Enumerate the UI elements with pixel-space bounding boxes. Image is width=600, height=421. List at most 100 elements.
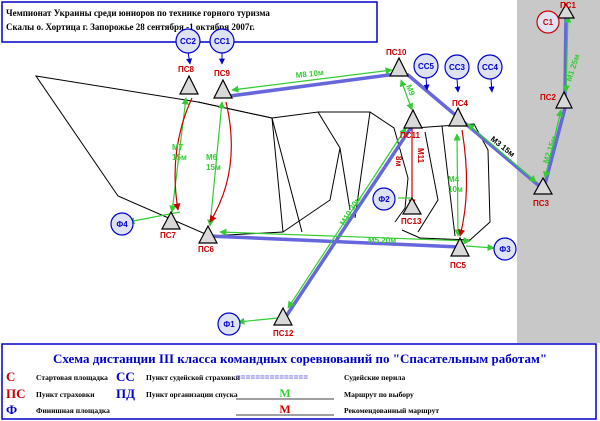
ps7-label: ПС7 [160,231,177,240]
rock-edge-2 [339,147,351,211]
legend-title: Схема дистанции III класса командных сор… [53,351,547,366]
label-m6-a: М6 [206,153,218,162]
cc2-label: СС2 [180,37,197,46]
label-m9: М9 [404,83,417,97]
f4-circle [110,212,134,236]
legend-ps-symbol: ПС [6,386,26,401]
label-m7-b: 15м [172,153,187,162]
arrow-m8 [231,67,393,93]
header-line-1: Чемпионат Украины среди юниоров по техни… [6,8,270,18]
ps12-triangle [273,306,293,326]
legend-rail-text: Судейские перила [344,373,405,382]
label-m11: М11 [416,148,425,164]
ps4-triangle [448,106,468,127]
ps9-label: ПС9 [214,69,231,78]
ps1-label: ПС1 [560,1,577,10]
f2-label: Ф2 [378,195,390,204]
f1-label: Ф1 [223,320,235,329]
rock-edge-4 [441,125,456,237]
f3-circle [493,237,517,261]
arrow-m2 [542,109,564,179]
label-m6-b: 15м [206,163,221,172]
legend-red-text: Рекомендованный маршрут [344,406,439,415]
legend-green-text: Маршрут по выбору [344,390,414,399]
red-route-ps8-ps7 [173,97,193,211]
rock-left-face [34,75,284,237]
rock-ridge-2 [318,111,409,223]
legend-box [1,343,597,420]
arrow-cc5 [423,76,430,91]
cc1-circle [209,28,235,54]
c1-label: С1 [543,18,554,27]
ps8-label: ПС8 [178,65,195,74]
ps12-label: ПС12 [273,329,294,338]
ps8-triangle [179,74,199,95]
legend-cc-symbol: СС [116,369,135,384]
ps10-label: ПС10 [386,48,407,57]
arrow-cc3 [454,78,461,93]
cc4-circle [477,54,503,80]
legend-green-m: М [279,386,290,400]
arrow-m4 [453,133,462,237]
arrow-m10 [287,127,407,309]
ps5-triangle [450,236,470,257]
recommended-routes [173,97,468,237]
cc4-label: СС4 [482,63,499,72]
ps6-triangle [198,224,218,244]
cc5-label: СС5 [418,62,435,71]
c1-circle [536,10,560,34]
judge-ropes [206,12,568,320]
f3-label: Ф3 [499,245,511,254]
label-m4-b: 10м [448,185,463,194]
legend-f-symbol: Ф [6,402,17,417]
cc3-label: СС3 [449,63,466,72]
ps2-triangle [555,90,573,109]
legend-cc-text: Пункт судейской страховки [146,373,241,382]
label-m8: М8 10м [295,68,324,80]
cc1-label: СС1 [214,37,231,46]
f1-circle [217,312,241,336]
ps9-triangle [213,78,233,99]
legend-pd-text: Пункт организации спуска [146,390,238,399]
ps2-label: ПС2 [540,93,557,102]
ps13-label: ПС13 [401,217,422,226]
label-m11-b: 8м [394,156,403,166]
label-m7-a: М7 [172,143,184,152]
rock-edge-1 [271,117,303,233]
rock-edge-5 [417,131,439,233]
cc2-circle [175,28,201,54]
ps4-label: ПС4 [452,99,469,108]
judge-belay-arrows [186,51,495,93]
belay-point-labels: ПС1 ПС2 ПС3 ПС4 ПС5 ПС6 ПС7 ПС8 ПС9 ПС10… [160,1,577,338]
arrow-m3 [467,123,537,183]
legend-red-m: М [279,402,290,416]
legend-c-symbol: С [6,369,15,384]
arrow-m6 [207,101,225,227]
arrow-m9 [399,79,414,111]
legend-c-text: Стартовая площадка [36,373,108,382]
label-m10: М10 30м [338,195,363,227]
ps10-triangle [389,56,409,77]
belay-points [161,2,576,326]
circle-labels: С1 СС2 СС1 СС5 СС3 СС4 Ф4 Ф1 Ф2 Ф3 [116,18,553,329]
legend-pd-symbol: ПД [116,386,135,401]
arrow-m7 [169,97,189,213]
label-m4-a: М4 [448,175,460,184]
legend-ps-text: Пункт страховки [36,390,95,399]
ps3-label: ПС3 [533,199,550,208]
ps7-triangle [161,210,181,230]
cc3-circle [444,54,470,80]
circle-markers [110,10,560,336]
ps11-label: ПС11 [400,131,421,140]
cc5-circle [413,53,439,79]
arrow-cc4 [488,78,495,93]
ps6-label: ПС6 [198,245,215,254]
ps5-label: ПС5 [450,261,467,270]
header-line-2: Скалы о. Хортица г. Запорожье 28 сентябр… [6,22,255,32]
ps3-triangle [532,176,554,195]
right-panel [517,0,600,343]
f4-label: Ф4 [116,220,128,229]
stage-arrows [127,15,572,325]
